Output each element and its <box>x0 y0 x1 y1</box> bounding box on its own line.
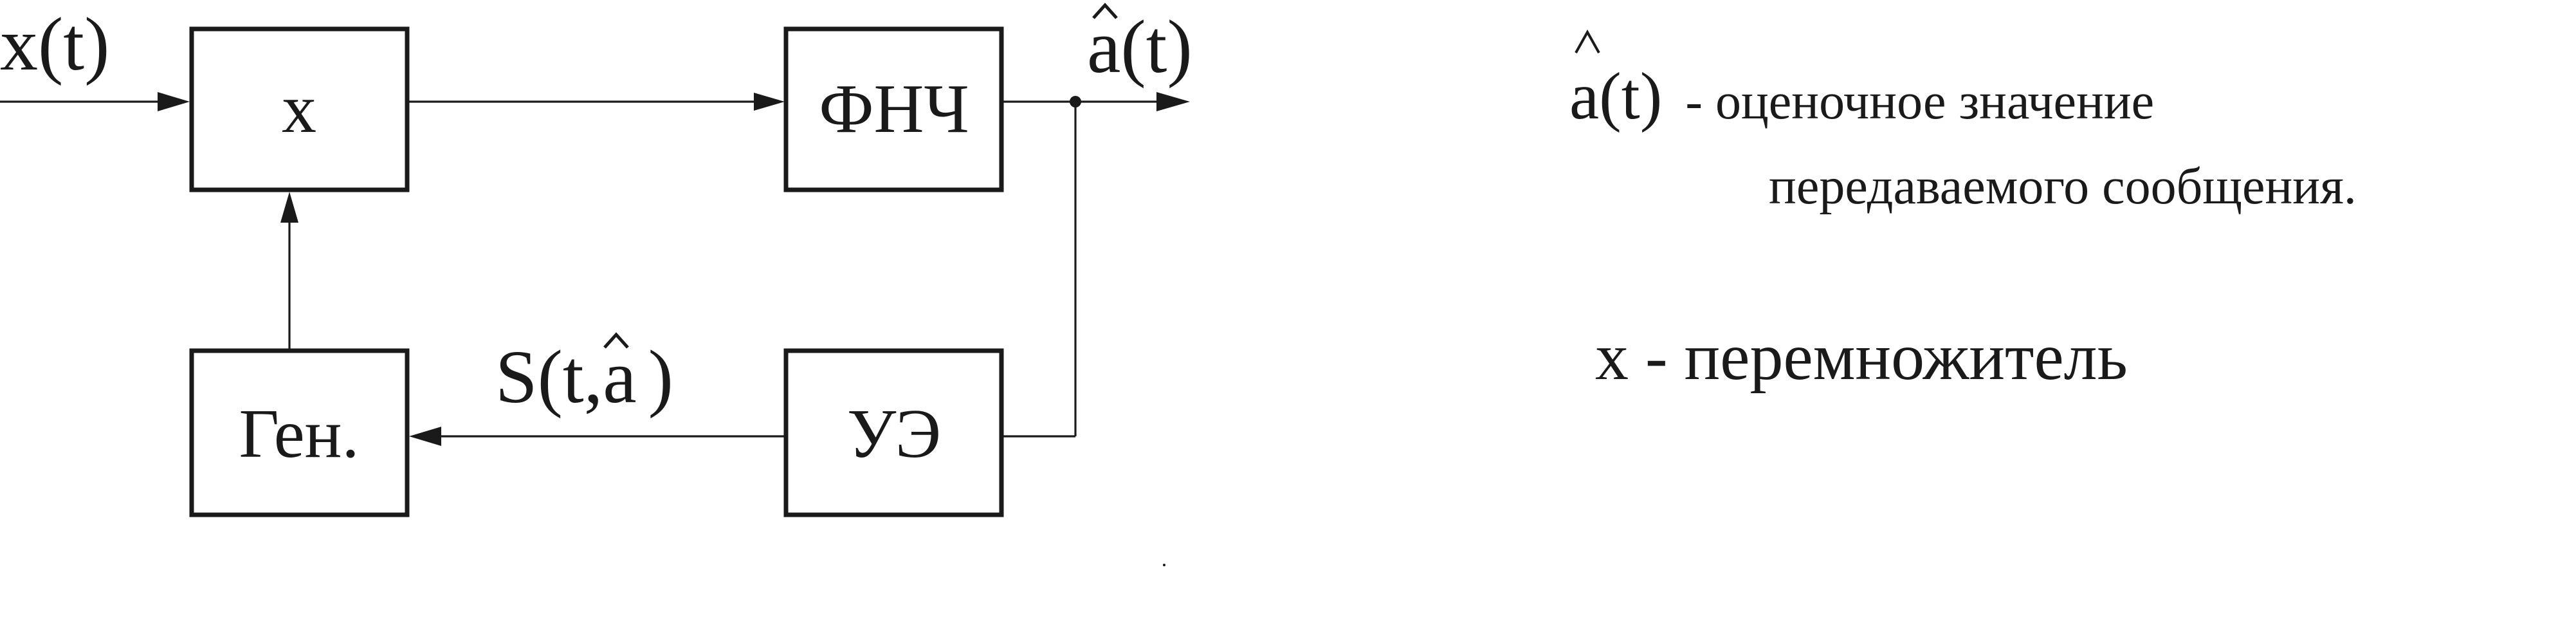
control-element-block <box>783 348 1004 517</box>
arrowhead-generator <box>409 427 441 446</box>
legend-multiplier-symbol: x <box>1595 320 1629 394</box>
stray-dot <box>1163 564 1165 566</box>
output-signal-label: a(t) <box>1087 5 1192 89</box>
input-signal-label: x(t) <box>0 2 109 86</box>
arrowhead-input <box>158 92 190 111</box>
legend-hat-mark <box>1575 29 1600 53</box>
feedback-prefix: S(t, <box>495 335 603 419</box>
legend-estimate-dash: - <box>1685 73 1715 130</box>
legend-estimate-desc-2: передаваемого сообщения. <box>1769 158 2357 215</box>
legend-multiplier-row: x - перемножитель <box>1595 319 2128 395</box>
control-element-label: УЭ <box>847 396 941 472</box>
feedback-suffix: ) <box>648 335 673 419</box>
feedback-hat-mark <box>603 332 629 349</box>
arrowhead-multiplier <box>280 192 298 223</box>
multiplier-label: x <box>282 71 316 147</box>
feedback-variable: a <box>603 335 636 419</box>
legend-estimate-symbol: a(t) <box>1569 29 1663 134</box>
legend-estimate-desc-1: оценочное значение <box>1715 73 2155 130</box>
legend-estimate-symbol-text: a(t) <box>1569 59 1663 133</box>
legend: a(t)- оценочное значение передаваемого с… <box>1569 0 2560 621</box>
generator-label: Ген. <box>239 396 360 472</box>
generator-block <box>189 348 410 517</box>
arrowhead-output <box>1156 92 1190 111</box>
output-hat-mark <box>1092 3 1118 19</box>
legend-multiplier-dash: - <box>1629 320 1685 394</box>
feedback-signal-label: S(t,a) <box>495 335 673 419</box>
lpf-block <box>783 26 1004 192</box>
legend-estimate-row: a(t)- оценочное значение <box>1569 29 2155 134</box>
lpf-label: ФНЧ <box>819 71 969 147</box>
legend-multiplier-desc: перемножитель <box>1684 320 2128 394</box>
arrowhead-lpf <box>754 93 785 111</box>
multiplier-block <box>189 26 410 192</box>
